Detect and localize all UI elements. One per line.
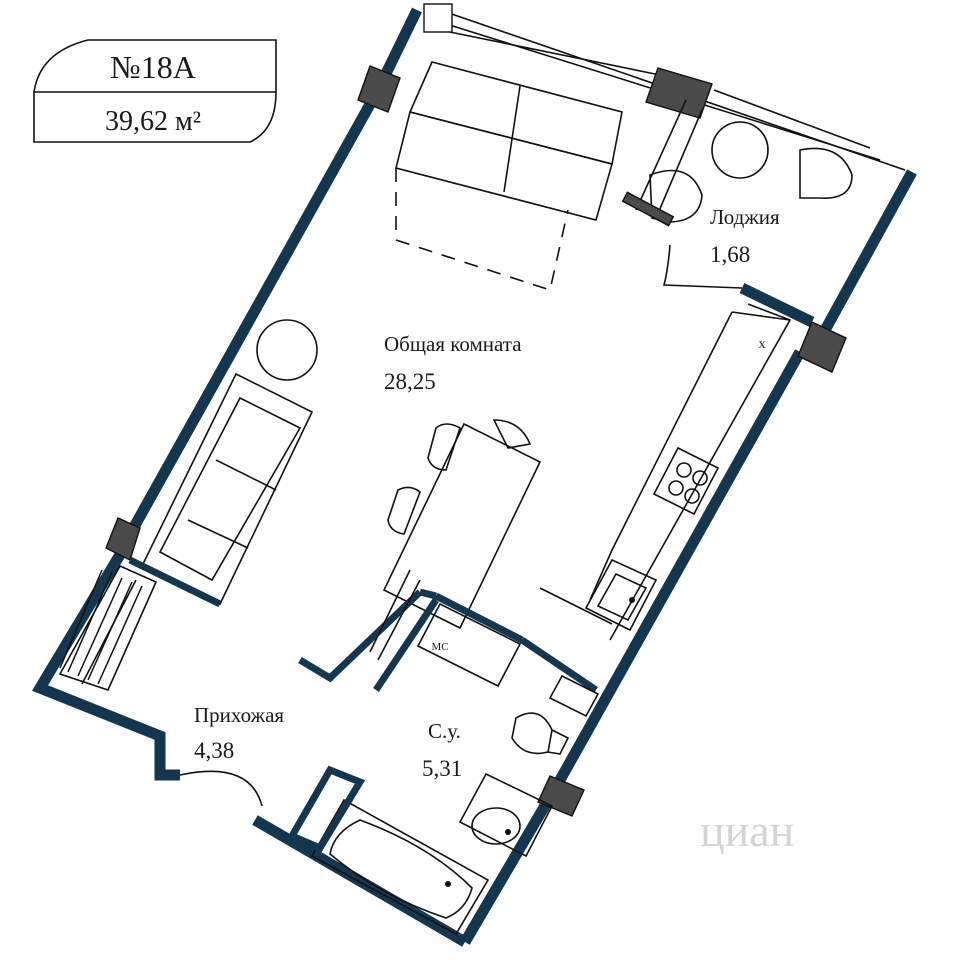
dining-chair [492, 419, 532, 449]
room-area-loggia: 1,68 [710, 242, 750, 267]
washing-machine-label: МС [431, 641, 448, 653]
kitchen-sink-icon [584, 558, 658, 632]
dining-table [382, 422, 542, 630]
loggia-table-icon [711, 121, 769, 179]
room-area-living: 28,25 [384, 369, 436, 394]
watermark-text: циан [700, 805, 794, 856]
bed-outline-dashed [395, 168, 569, 292]
room-area-bathroom: 5,31 [422, 756, 462, 781]
hood-mark: x [759, 337, 766, 352]
living-round-table-icon [256, 319, 318, 381]
column-top-mid [645, 67, 713, 119]
interior-walls [128, 556, 598, 693]
room-area-hallway: 4,38 [194, 738, 234, 763]
kitchen: x [539, 303, 792, 641]
wardrobe [58, 564, 158, 691]
apartment-number: №18А [110, 49, 196, 85]
washbasin-icon [458, 772, 554, 858]
columns [105, 65, 847, 817]
toilet-icon [511, 712, 553, 755]
column-right-mid [797, 321, 847, 373]
window-frame-top [423, 3, 453, 33]
dining-set [382, 419, 542, 630]
entrance-door-swing [179, 770, 263, 807]
room-name-bathroom: С.у. [428, 719, 461, 743]
room-labels: Общая комната 28,25 Лоджия 1,68 Прихожая… [194, 205, 780, 781]
column-top-left [357, 65, 401, 113]
sofa [140, 372, 314, 606]
bed [395, 61, 623, 292]
dining-chair [427, 423, 461, 471]
wall-left-lower [31, 545, 180, 781]
bathroom-niche [287, 765, 366, 853]
apartment-area: 39,62 м² [105, 106, 201, 137]
loggia-chair-icon [649, 169, 703, 223]
bathroom-fixtures: МС [287, 602, 600, 936]
room-name-living: Общая комната [384, 332, 522, 356]
wall-loggia-partition [739, 283, 815, 327]
wall-bottom [252, 815, 468, 947]
bed-mattress [395, 111, 613, 221]
dining-chair [387, 486, 421, 535]
outer-walls [31, 7, 917, 947]
loggia-chair-icon [799, 147, 853, 199]
hob-icon [652, 446, 720, 516]
room-name-hallway: Прихожая [194, 703, 284, 727]
wall-loggia-right [819, 169, 917, 335]
washing-machine-icon [416, 602, 522, 688]
apartment-badge: №18А 39,62 м² [33, 39, 277, 143]
watermark: циан [700, 805, 794, 856]
room-name-loggia: Лоджия [710, 205, 780, 229]
loggia-furniture [621, 99, 853, 289]
column-right-lower [537, 775, 585, 817]
